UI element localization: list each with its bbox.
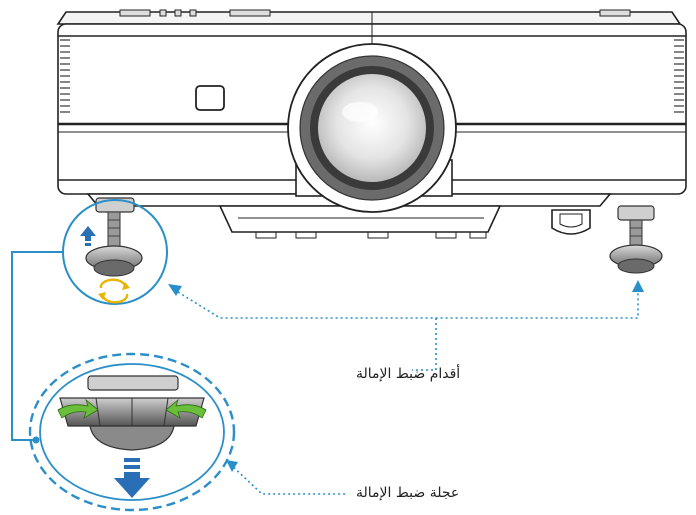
tilt-wheel-leader-line bbox=[229, 463, 346, 495]
left-leader-arrowhead bbox=[168, 284, 182, 296]
tilt-wheel-zoom bbox=[28, 352, 236, 512]
tilt-wheel-leader-arrowhead bbox=[226, 460, 238, 472]
zoom-connector-line bbox=[11, 251, 64, 441]
wheel-rotate-arrows bbox=[57, 398, 207, 419]
up-arrow-icon bbox=[80, 226, 96, 246]
tilt-wheel-label: عجلة ضبط الإمالة bbox=[356, 485, 460, 501]
rotate-icon bbox=[98, 278, 130, 304]
side-vents bbox=[60, 39, 684, 113]
tilt-feet-leader-lines bbox=[177, 290, 639, 371]
down-arrow-icon bbox=[114, 458, 150, 498]
right-leader-arrowhead bbox=[632, 280, 644, 292]
tilt-feet-label: أقدام ضبط الإمالة bbox=[356, 366, 461, 382]
right-tilt-foot bbox=[609, 205, 663, 274]
left-tilt-foot bbox=[85, 197, 143, 277]
projector-lens bbox=[287, 43, 457, 213]
ir-sensor-window bbox=[195, 85, 225, 111]
zoom-connector-dot bbox=[32, 436, 40, 444]
